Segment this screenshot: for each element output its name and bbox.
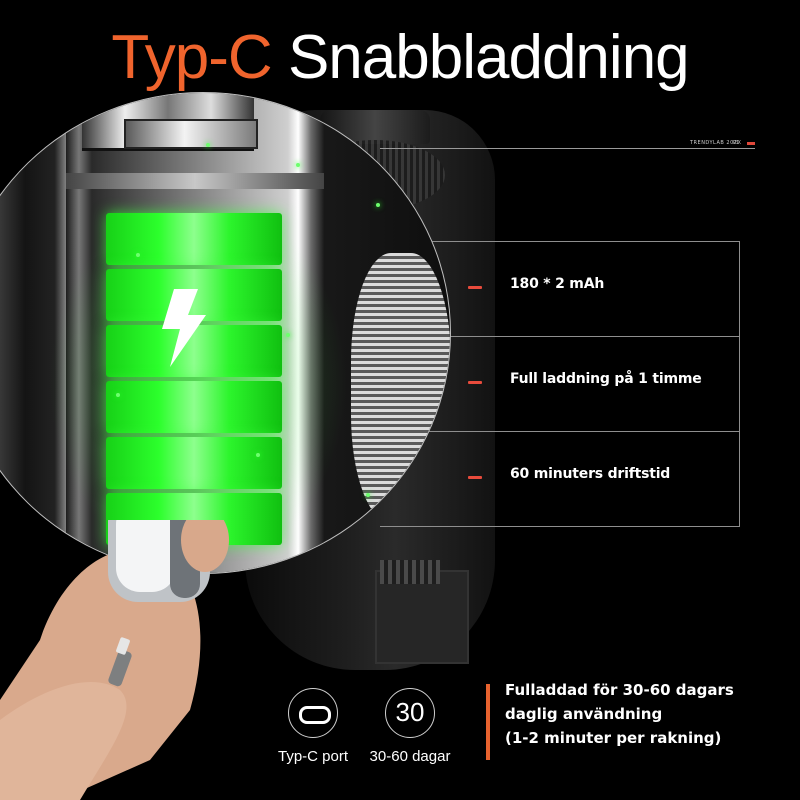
magnified-battery-lens (0, 92, 451, 574)
feature-label: Typ-C port (277, 748, 349, 765)
battery-cap (124, 119, 258, 149)
brand-marker (747, 142, 755, 145)
sparkle (286, 333, 290, 337)
charging-port-housing (375, 570, 469, 664)
battery-cell (106, 381, 282, 433)
feature-usb-c: Typ-C port (268, 688, 358, 765)
sparkle (136, 253, 140, 257)
spec-text: 180 * 2 mAh (510, 276, 605, 292)
note-line: Fulladdad för 30-60 dagars (505, 681, 734, 699)
page-title: Typ-C Snabbladdning (0, 18, 800, 98)
spec-text: Full laddning på 1 timme (510, 371, 702, 387)
top-divider-line (380, 148, 755, 149)
battery-ring (66, 173, 324, 189)
battery-cell (106, 437, 282, 489)
note-line: daglig användning (505, 705, 663, 723)
sparkle (296, 163, 300, 167)
sparkle (116, 393, 120, 397)
red-dash-marker (468, 381, 482, 384)
lightning-bolt-icon (162, 289, 206, 367)
orange-accent-bar (486, 684, 490, 760)
spec-item-capacity: 180 * 2 mAh (380, 242, 739, 336)
usb-c-glyph (299, 706, 331, 724)
spec-text: 60 minuters driftstid (510, 466, 671, 482)
motor-coil (351, 253, 450, 523)
note-line: (1-2 minuter per rakning) (505, 729, 722, 747)
battery-cell (106, 325, 282, 377)
thirty-days-icon: 30 (385, 688, 435, 738)
usb-c-port-icon (288, 688, 338, 738)
feature-battery-days: 30 30-60 dagar (365, 688, 455, 765)
spec-list: 180 * 2 mAh Full laddning på 1 timme 60 … (380, 241, 740, 527)
title-accent: Typ-C (111, 23, 272, 92)
sparkle (206, 143, 210, 147)
spec-item-runtime: 60 minuters driftstid (380, 431, 739, 526)
battery-cells (106, 213, 282, 573)
spec-item-charge-time: Full laddning på 1 timme (380, 336, 739, 431)
usage-note: Fulladdad för 30-60 dagars daglig använd… (505, 678, 734, 750)
gear (380, 560, 440, 584)
sparkle (376, 203, 380, 207)
red-dash-marker (468, 476, 482, 479)
battery-cell (106, 213, 282, 265)
thirty-days-number: 30 (395, 697, 425, 727)
red-dash-marker (468, 286, 482, 289)
brand-label: TRENDYLAB 202X (690, 140, 742, 146)
model-code: P1 (733, 140, 740, 146)
sparkle (366, 493, 370, 497)
hands-with-shaver-and-cable (0, 520, 229, 800)
sparkle (256, 453, 260, 457)
feature-label: 30-60 dagar (369, 748, 451, 765)
title-main: Snabbladdning (287, 23, 690, 92)
